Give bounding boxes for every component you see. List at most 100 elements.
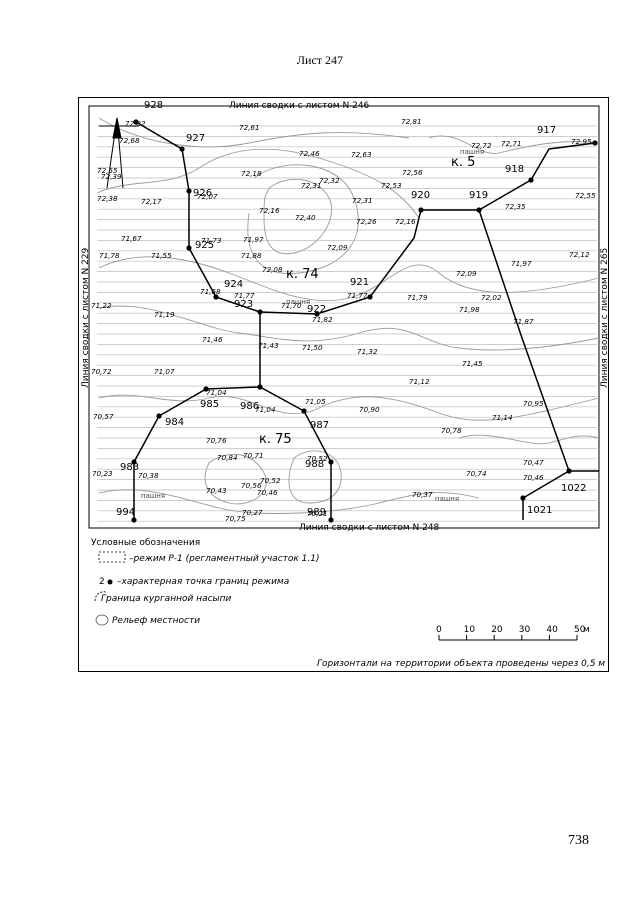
regime-point-marker — [328, 517, 334, 523]
elevation-mark: 70,74 — [466, 469, 487, 478]
elevation-mark: 70,27 — [242, 508, 263, 517]
elevation-mark: 71,88 — [241, 251, 262, 260]
elevation-mark: 71,55 — [151, 251, 172, 260]
regime-point-label: 920 — [411, 190, 430, 201]
elevation-mark: 71,05 — [305, 397, 326, 406]
regime-point-label: 994 — [116, 507, 135, 518]
elevation-mark: 72,81 — [401, 117, 422, 126]
elevation-mark: 72,35 — [505, 202, 526, 211]
elevation-mark: 71,19 — [154, 310, 175, 319]
scale-tick-label: 0 — [436, 625, 442, 635]
elevation-mark: 70,52 — [307, 454, 328, 463]
regime-point-label: 926 — [193, 188, 212, 199]
map-canvas: к. 5 к. 74 к. 75 Линия сводки с листом N… — [81, 100, 609, 669]
regime-point-marker — [528, 177, 534, 183]
elevation-mark: 72,18 — [241, 169, 262, 178]
legend-item-mound: Граница курганной насыпи — [101, 594, 232, 604]
elevation-mark: 72,26 — [356, 217, 377, 226]
regime-point-label: 928 — [144, 100, 163, 111]
elevation-mark: 72,16 — [259, 206, 280, 215]
regime-point-marker — [186, 188, 192, 194]
elevation-mark: 70,78 — [441, 426, 462, 435]
regime-points: 9179189199209219229239249259269279289839… — [116, 100, 598, 523]
regime-point-marker — [520, 495, 526, 501]
regime-point-label: 989 — [307, 507, 326, 518]
elevation-mark: 71,79 — [407, 293, 428, 302]
elevation-mark: 72,39 — [101, 172, 122, 181]
elevation-mark: 72,09 — [327, 243, 348, 252]
regime-point-marker — [131, 517, 137, 523]
map-area-border — [88, 105, 600, 529]
elevation-mark: 72,68 — [119, 136, 140, 145]
regime-point-marker — [131, 459, 137, 465]
elevation-mark: 71,82 — [312, 315, 333, 324]
elevation-mark: 72,63 — [351, 150, 372, 159]
quarter-label-5: к. 5 — [451, 155, 475, 170]
regime-point-label: 922 — [307, 304, 326, 315]
elevation-mark: 70,52 — [260, 476, 281, 485]
legend: Условные обозначения –режим Р-1 (регламе… — [91, 538, 605, 669]
elevation-mark: 70,46 — [257, 488, 278, 497]
elevation-mark: 70,75 — [225, 514, 246, 523]
regime-point-label: 988 — [305, 459, 324, 470]
regime-point-label: 925 — [195, 240, 214, 251]
elevation-mark: 72,95 — [571, 137, 592, 146]
map-frame: к. 5 к. 74 к. 75 Линия сводки с листом N… — [78, 97, 609, 672]
elevation-mark: 70,21 — [307, 509, 328, 518]
elevation-mark: 72,31 — [352, 196, 373, 205]
scale-tick-label: 50 — [574, 625, 586, 635]
elevation-mark: 72,56 — [402, 168, 423, 177]
regime-point-label: 987 — [310, 420, 329, 431]
elevation-mark: 72,46 — [299, 149, 320, 158]
regime-point-marker — [418, 207, 424, 213]
elevation-mark: 71,97 — [243, 235, 264, 244]
elevation-mark: 71,43 — [258, 341, 279, 350]
elevation-mark: 71,12 — [409, 377, 430, 386]
elevation-mark: 72,32 — [319, 176, 340, 185]
legend-point-number: 2 — [99, 577, 105, 587]
elevation-mark: 71,98 — [459, 305, 480, 314]
elevation-mark: 70,84 — [217, 453, 238, 462]
elevation-mark: 71,78 — [99, 251, 120, 260]
elevation-mark: 71,22 — [91, 301, 112, 310]
elevation-mark: 71,87 — [513, 317, 534, 326]
quarter-label-75: к. 75 — [259, 432, 292, 447]
elevation-mark: 71,04 — [206, 388, 227, 397]
regime-point-label: 927 — [186, 133, 205, 144]
sheet-title: Лист 247 — [296, 53, 344, 67]
land-use-label: пашня — [141, 492, 165, 500]
elevation-mark: 70,47 — [523, 458, 544, 467]
regime-point-marker — [156, 413, 162, 419]
elevation-mark: 72,38 — [97, 194, 118, 203]
elevation-mark: 72,40 — [295, 213, 316, 222]
label-right-sheet: Линия сводки с листом N 265 — [600, 248, 609, 388]
regime-point-label: 1021 — [527, 505, 552, 516]
elevation-mark: 70,57 — [93, 412, 114, 421]
elevation-mark: 72,12 — [569, 250, 590, 259]
regime-point-label: 919 — [469, 190, 488, 201]
mound-boundary-icon — [94, 591, 107, 602]
land-use-label: пашня — [286, 298, 310, 306]
elevation-mark: 72,55 — [97, 166, 118, 175]
elevation-mark: 72,53 — [381, 181, 402, 190]
elevation-mark: 70,56 — [241, 481, 262, 490]
elevation-mark: 71,77 — [347, 291, 368, 300]
label-left-sheet: Линия сводки с листом N 229 — [81, 247, 91, 388]
elevation-mark: 71,77 — [234, 291, 255, 300]
elevation-mark: 70,90 — [359, 405, 380, 414]
elevation-mark: 71,67 — [121, 234, 142, 243]
elevation-mark: 71,32 — [357, 347, 378, 356]
legend-title: Условные обозначения — [91, 538, 200, 548]
elevation-mark: 70,95 — [523, 399, 544, 408]
elevation-mark: 70,71 — [243, 451, 264, 460]
elevation-mark: 72,55 — [575, 191, 596, 200]
elevation-mark: 70,76 — [206, 436, 227, 445]
regime-point-label: 986 — [240, 401, 259, 412]
elevation-mark: 72,71 — [501, 139, 522, 148]
regime-point-marker — [133, 119, 139, 125]
elevation-mark: 71,97 — [511, 259, 532, 268]
legend-item-relief: Рельеф местности — [112, 616, 200, 626]
regime-point-marker — [367, 294, 373, 300]
elevation-mark: 72,31 — [301, 181, 322, 190]
